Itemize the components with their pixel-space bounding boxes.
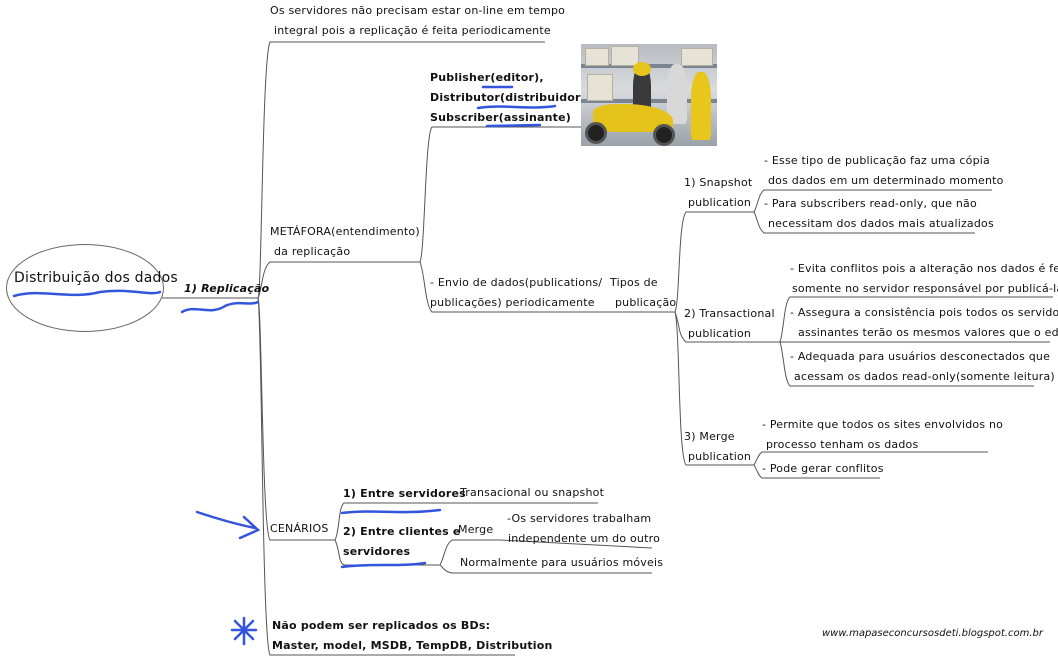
snapshot-note-1-line2: dos dados em um determinado momento — [768, 174, 1004, 187]
trunk-to-servers-note — [257, 41, 545, 299]
nao-replicados-line1: Não podem ser replicados os BDs: — [272, 619, 491, 632]
snapshot-note-2-line — [753, 211, 975, 234]
envio-line1: - Envio de dados(publications/ — [430, 276, 603, 289]
merge-scenario-label: Merge — [458, 523, 494, 536]
tipos-to-transactional — [674, 311, 780, 343]
photo-helmet — [633, 62, 651, 76]
photo-box — [585, 48, 609, 66]
transactional-note-3-line — [779, 341, 1034, 387]
transactional-note-2-line1: - Assegura a consistência pois todos os … — [790, 306, 1058, 319]
transacional-snapshot: Transacional ou snapshot — [460, 486, 605, 499]
photo-box — [681, 48, 713, 66]
role-publisher: Publisher(editor), — [430, 71, 544, 84]
transactional-line2: publication — [688, 327, 752, 340]
metafora-to-envio — [419, 261, 598, 313]
merge-note-1-line2: processo tenham os dados — [766, 438, 919, 451]
trunk-to-nao-replicados — [257, 297, 515, 656]
metafora-to-roles — [419, 126, 545, 263]
transactional-note-3-line2: acessam os dados read-only(somente leitu… — [794, 370, 1055, 383]
underline-entre-servidores — [340, 508, 442, 515]
role-subscriber: Subscriber(assinante) — [430, 111, 571, 124]
metafora-line2: da replicação — [274, 245, 351, 258]
snapshot-line1: 1) Snapshot — [684, 176, 753, 189]
cenarios-label: CENÁRIOS — [270, 522, 329, 535]
asterisk-nao-replicados — [230, 616, 258, 646]
transactional-line1: 2) Transactional — [684, 307, 775, 320]
cenarios-to-entre-servidores — [334, 502, 450, 541]
merge-line2: publication — [688, 450, 752, 463]
underline-assinante — [485, 123, 542, 128]
tipos-line1: Tipos de — [610, 276, 658, 289]
snapshot-note-1-line1: - Esse tipo de publicação faz uma cópia — [764, 154, 990, 167]
arrow-cenarios-head — [238, 515, 261, 540]
tipos-to-snapshot — [674, 211, 754, 313]
entre-clientes-line1: 2) Entre clientes e — [343, 525, 461, 538]
transactional-note-1-line2: somente no servidor responsável por publ… — [792, 282, 1058, 295]
transactional-note-1-line1: - Evita conflitos pois a alteração nos d… — [790, 262, 1058, 275]
envio-line2: publicações) periodicamente — [430, 296, 595, 309]
photo-person-yellow — [691, 72, 711, 140]
transactional-note-1-line — [779, 296, 1053, 343]
merge-note-1-line — [753, 451, 988, 466]
delivery-photo — [581, 44, 717, 146]
trunk-to-metafora — [257, 261, 420, 299]
snapshot-note-2-line2: necessitam dos dados mais atualizados — [768, 217, 994, 230]
photo-box — [587, 74, 613, 101]
watermark: www.mapaseconcursosdeti.blogspot.com.br — [822, 628, 1043, 639]
cenarios-to-entre-clientes — [334, 539, 440, 566]
photo-box — [611, 46, 639, 66]
merge-line1: 3) Merge — [684, 430, 735, 443]
entre-clientes-to-merge — [439, 539, 500, 566]
underline-servidores — [340, 561, 427, 569]
merge-note-2-line1: - Pode gerar conflitos — [762, 462, 884, 475]
photo-wheel — [585, 122, 607, 144]
tipos-line2: publicação — [615, 296, 677, 309]
underline-replicacao — [180, 300, 260, 314]
photo-courier — [633, 66, 651, 116]
role-distributor: Distributor(distribuidor), — [430, 91, 591, 104]
servers-note-line1: Os servidores não precisam estar on-line… — [270, 4, 566, 17]
tipos-to-merge — [674, 311, 754, 466]
transactional-note-3-line1: - Adequada para usuários desconectados q… — [790, 350, 1051, 363]
entre-clientes-line2: servidores — [343, 545, 411, 558]
replicacao-label: 1) Replicação — [184, 282, 270, 295]
metafora-line1: METÁFORA(entendimento) — [270, 225, 420, 238]
transactional-note-2-line2: assinantes terão os mesmos valores que o… — [798, 326, 1058, 339]
photo-wheel — [653, 124, 675, 146]
photo-person-shirt — [667, 64, 687, 124]
snapshot-line2: publication — [688, 196, 752, 209]
usuarios-moveis: Normalmente para usuários móveis — [460, 556, 664, 569]
snapshot-note-2-line1: - Para subscribers read-only, que não — [764, 197, 977, 210]
servers-note-line2: integral pois a replicação é feita perio… — [274, 24, 551, 37]
arrow-cenarios-shaft — [195, 510, 257, 530]
underline-distribuidor — [476, 104, 557, 110]
entre-clientes-to-moveis — [439, 564, 652, 574]
root-label: Distribuição dos dados — [14, 270, 178, 286]
merge-note-2-line — [753, 464, 880, 479]
merge-to-note — [499, 539, 653, 549]
snapshot-note-1-line — [753, 189, 992, 213]
root-ellipse — [6, 244, 164, 332]
merge-scenario-note-line2: independente um do outro — [508, 532, 661, 545]
entre-servidores-label: 1) Entre servidores — [343, 487, 466, 500]
nao-replicados-line2: Master, model, MSDB, TempDB, Distributio… — [272, 639, 553, 652]
merge-note-1-line1: - Permite que todos os sites envolvidos … — [762, 418, 1004, 431]
merge-scenario-note-line1: -Os servidores trabalham — [507, 512, 652, 525]
trunk-to-cenarios — [257, 297, 335, 541]
